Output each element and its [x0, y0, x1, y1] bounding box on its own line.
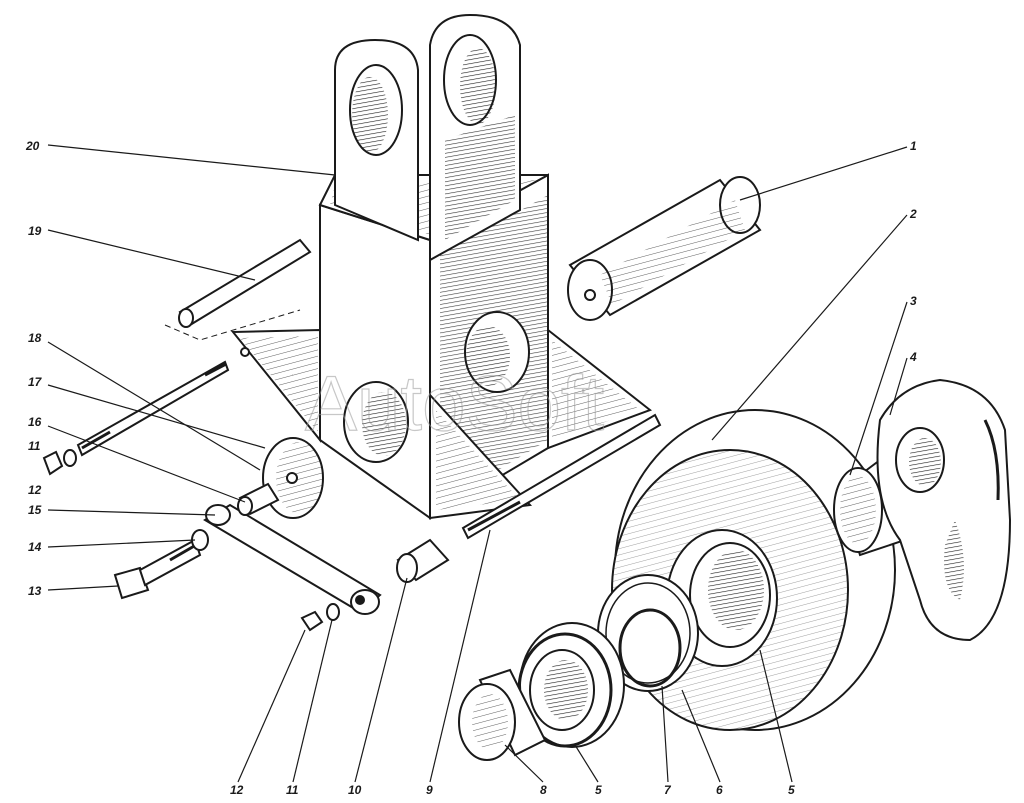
callout-12-bottom: 12 [230, 783, 244, 797]
nut-part-12-left [42, 449, 77, 476]
callout-7: 7 [664, 783, 672, 797]
callout-11-bottom: 11 [286, 783, 299, 797]
callout-14: 14 [28, 540, 42, 554]
callout-3: 3 [910, 294, 917, 308]
callout-6: 6 [716, 783, 723, 797]
bushing-part-10 [396, 538, 450, 583]
callout-10: 10 [348, 783, 362, 797]
callout-11-left: 11 [28, 439, 41, 453]
spacer-part-8 [458, 668, 547, 761]
bearing-part-5 [517, 622, 625, 748]
callout-1: 1 [910, 139, 917, 153]
stud-part-18 [76, 360, 230, 457]
watermark-text: AutoSoft [305, 359, 605, 447]
callout-19: 19 [28, 224, 42, 238]
callout-4: 4 [909, 350, 917, 364]
shaft-part-9 [461, 413, 662, 540]
bolt-part-13 [113, 538, 202, 600]
callout-18: 18 [28, 331, 42, 345]
leader-lines [47, 144, 908, 783]
bushing-part-16 [237, 482, 280, 516]
callout-5-bearing: 5 [595, 783, 602, 797]
disc-part-17 [262, 437, 324, 519]
pin-part-1 [567, 176, 762, 321]
callout-2: 2 [909, 207, 917, 221]
circlip-part-7 [618, 608, 682, 688]
nut-part-12-right [300, 603, 340, 632]
callout-13: 13 [28, 584, 42, 598]
callout-9: 9 [426, 783, 433, 797]
callout-15: 15 [28, 503, 42, 517]
callout-12-left: 12 [28, 483, 42, 497]
link-arm-part-15 [203, 503, 382, 615]
callout-16: 16 [28, 415, 42, 429]
callout-20: 20 [25, 139, 40, 153]
clamp-part-4 [876, 378, 1012, 642]
bracket-housing [230, 13, 653, 520]
callout-5-wheel: 5 [788, 783, 795, 797]
callout-8: 8 [540, 783, 547, 797]
callout-17: 17 [28, 375, 43, 389]
pin-part-19 [164, 238, 312, 341]
